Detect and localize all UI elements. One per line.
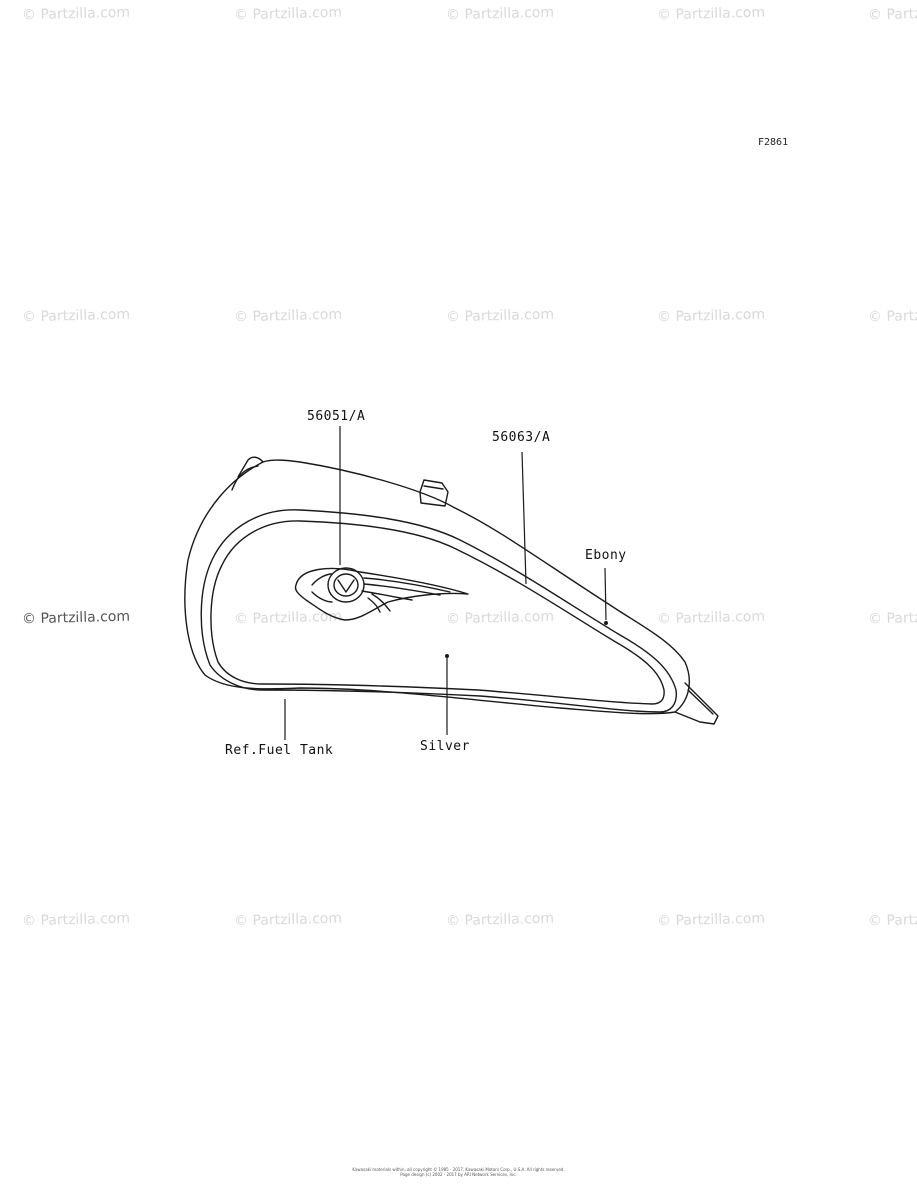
point-silver <box>445 654 449 658</box>
filler-cap <box>419 479 449 507</box>
point-ebony <box>604 621 608 625</box>
copyright-line: Page design (c) 2002 - 2017 by ARI Netwo… <box>400 1172 517 1177</box>
pinstripe-inner <box>210 520 665 705</box>
callout-ref-fuel-tank: Ref.Fuel Tank <box>225 743 334 758</box>
tank-outer-outline <box>184 459 691 715</box>
tank-nose-ridge <box>687 689 714 715</box>
leader-ebony <box>604 567 607 621</box>
tank-nose <box>674 682 719 725</box>
callout-part-56051: 56051/A <box>307 409 366 424</box>
callout-part-56063: 56063/A <box>492 430 551 445</box>
callout-ebony: Ebony <box>585 548 627 563</box>
figure-id: F2861 <box>758 137 789 148</box>
filler-cap-ridge <box>423 485 444 490</box>
callout-silver: Silver <box>420 739 470 754</box>
pinstripe-outer <box>200 509 677 713</box>
copyright-footer: Kawasaki materials within, all copyright… <box>0 1167 917 1177</box>
tank-rear-lip-inner <box>231 465 259 491</box>
leader-part-b <box>521 451 527 585</box>
tank-rear-lip <box>237 456 264 478</box>
copyright-line: Kawasaki materials within, all copyright… <box>352 1167 565 1172</box>
tank-emblem <box>294 567 469 621</box>
